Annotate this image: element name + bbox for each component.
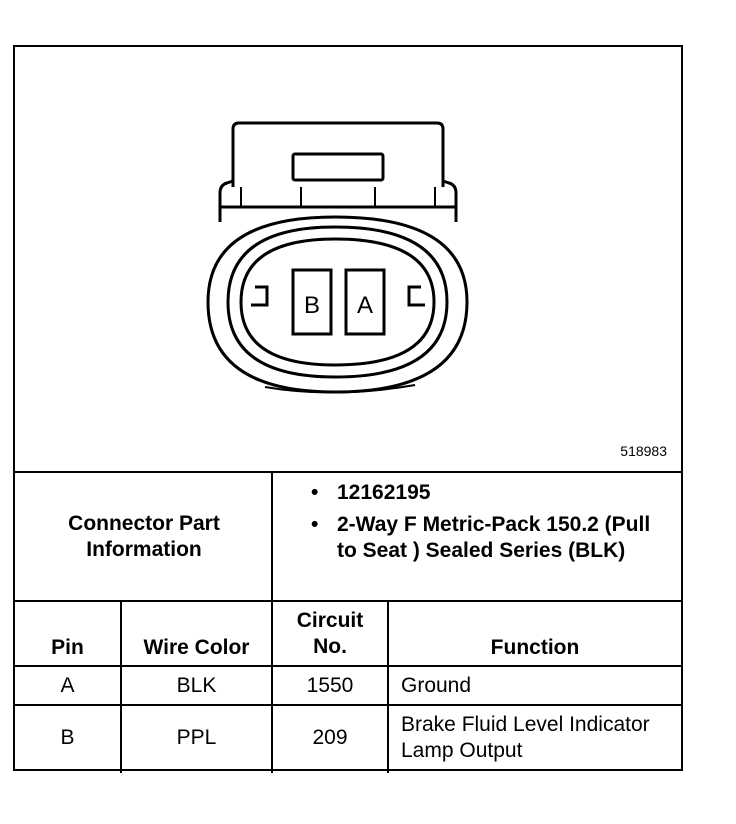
header-circuit-no: Circuit No. (296, 608, 364, 658)
row-b-pin: B (60, 725, 75, 749)
connector-part-info-list: • 12162195 • 2-Way F Metric-Pack 150.2 (… (311, 480, 671, 570)
latch-slot (291, 152, 385, 182)
part-number: 12162195 (337, 481, 431, 504)
row-b-wire-color: PPL (176, 725, 217, 749)
list-item: • 12162195 (311, 480, 671, 506)
divider-col-circuit (387, 600, 389, 773)
header-pin: Pin (51, 636, 84, 659)
row-a-wire-color: BLK (176, 673, 217, 697)
divider-row-a (15, 704, 681, 706)
divider-col-pin (120, 600, 122, 773)
cavity-a (344, 268, 386, 336)
list-item: • 2-Way F Metric-Pack 150.2 (Pull to Sea… (311, 512, 671, 564)
header-wire-color: Wire Color (143, 636, 250, 659)
row-b-circuit: 209 (312, 725, 348, 749)
row-a-pin: A (60, 673, 75, 697)
connector-diagram-frame: B A 518983 Connector Part Information • … (13, 45, 683, 773)
connector-face-drawing: B A (206, 121, 469, 394)
cavity-a-label: A (357, 292, 373, 319)
divider-header (15, 665, 681, 667)
divider-col-left (271, 471, 273, 773)
connector-part-info-label: Connector Part Information (68, 511, 220, 561)
divider-part-info (15, 600, 681, 602)
left-key (251, 285, 269, 307)
row-a-function: Ground (401, 673, 472, 697)
connector-description: 2-Way F Metric-Pack 150.2 (Pull to Seat … (337, 513, 651, 562)
figure-number: 518983 (620, 443, 667, 459)
row-a-circuit: 1550 (306, 673, 354, 697)
cavity-b (291, 268, 333, 336)
row-b-function: Brake Fluid Level Indicator Lamp Output (401, 712, 650, 762)
cavity-b-label: B (304, 292, 320, 319)
header-function: Function (490, 636, 580, 659)
right-key (407, 285, 425, 307)
connector-shoulders (218, 179, 458, 222)
seal-inner-ring (239, 237, 436, 367)
divider-diagram-table (15, 471, 681, 473)
connector-drawing-area: B A 518983 (15, 47, 681, 471)
